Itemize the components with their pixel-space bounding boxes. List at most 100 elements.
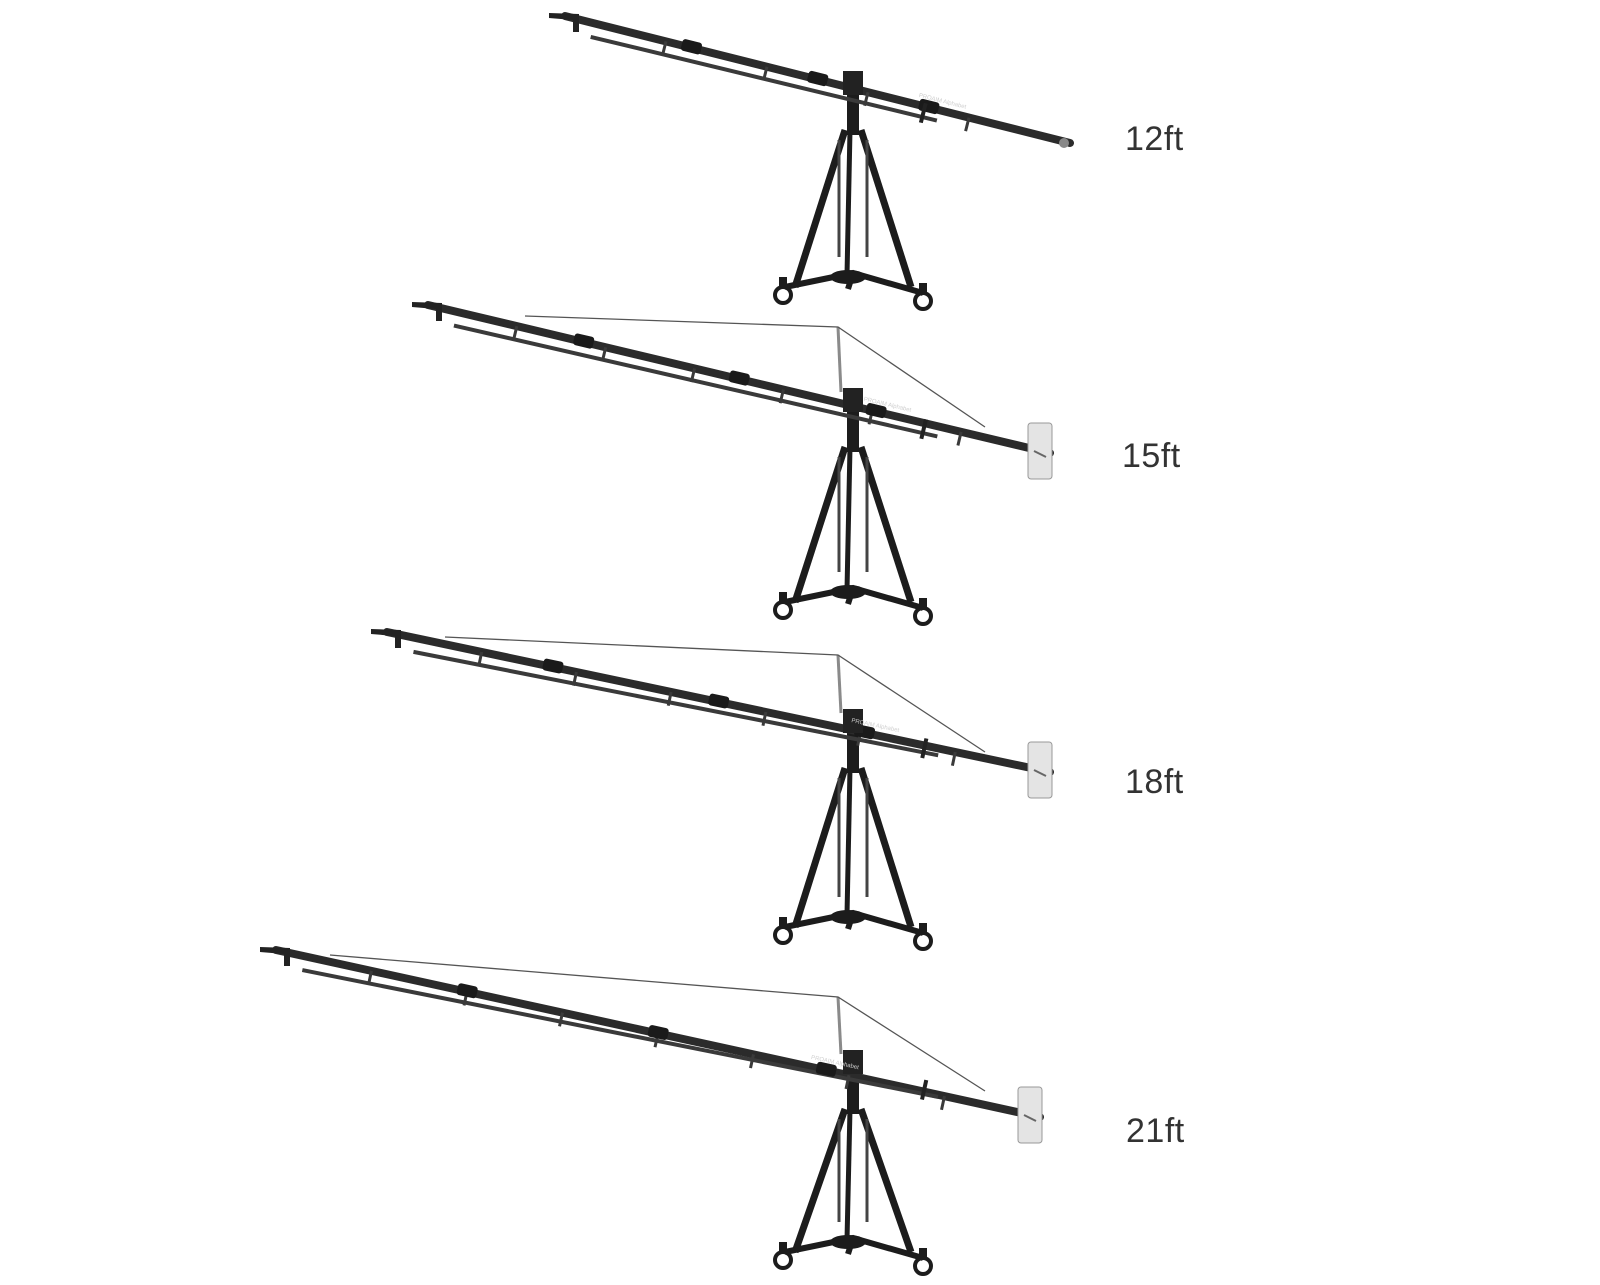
counterweight-plate bbox=[1017, 1086, 1043, 1144]
boom-strut bbox=[666, 691, 673, 707]
boom-strut bbox=[964, 117, 971, 132]
support-cable bbox=[329, 954, 986, 1092]
boom-strut bbox=[749, 1054, 755, 1069]
tripod-leg-center bbox=[844, 767, 853, 916]
tripod-leg-right bbox=[857, 766, 915, 929]
boom-strut bbox=[477, 651, 484, 667]
boom-strut bbox=[601, 346, 608, 362]
length-label-12ft: 12ft bbox=[1125, 120, 1184, 158]
boom-strut bbox=[956, 431, 963, 446]
support-cable bbox=[444, 636, 986, 753]
rear-end-knob bbox=[1059, 138, 1069, 148]
boom-strut bbox=[844, 1074, 851, 1090]
boom-clamp bbox=[542, 658, 564, 674]
wheel-bracket bbox=[779, 917, 787, 929]
boom-strut bbox=[940, 1095, 946, 1111]
dolly-wheel bbox=[913, 931, 933, 951]
tripod-leg-left bbox=[791, 766, 849, 929]
crane-21ft: PROAIM Alphabet bbox=[260, 946, 1044, 1276]
dolly-wheel bbox=[913, 606, 933, 626]
boom-clamp bbox=[807, 70, 829, 87]
length-label-15ft: 15ft bbox=[1122, 437, 1181, 475]
boom-clamp bbox=[815, 1061, 837, 1077]
boom-strut bbox=[572, 671, 578, 687]
tripod-leg-center bbox=[844, 1108, 853, 1241]
rear-handle bbox=[920, 1079, 929, 1100]
boom-clamp bbox=[456, 983, 478, 999]
tripod-inner-tubes bbox=[837, 1119, 869, 1222]
counterweight-pin bbox=[1033, 450, 1047, 458]
pivot-head bbox=[843, 709, 863, 733]
dolly-wheel bbox=[913, 291, 933, 311]
boom-strut bbox=[512, 325, 519, 341]
counterweight-pin bbox=[1033, 769, 1047, 777]
boom-arm: PROAIM Alphabet bbox=[371, 628, 1054, 776]
boom-strut bbox=[761, 711, 768, 727]
boom-clamp bbox=[680, 39, 703, 55]
counterweight-pin bbox=[1023, 1114, 1037, 1122]
camera-platform bbox=[549, 13, 579, 32]
tripod-leg-center bbox=[844, 446, 853, 591]
boom-bottom-rail bbox=[453, 323, 938, 439]
dolly-hub bbox=[830, 910, 866, 924]
boom-arm: PROAIM Alphabet bbox=[549, 12, 1074, 147]
tripod-leg-right bbox=[857, 1107, 915, 1254]
wheel-bracket bbox=[919, 1248, 927, 1260]
tripod-leg-right bbox=[857, 128, 915, 289]
dolly-hub bbox=[830, 270, 866, 284]
tripod-leg-center bbox=[844, 129, 853, 276]
boom-clamp bbox=[728, 370, 750, 386]
boom-strut bbox=[367, 970, 373, 985]
boom-bottom-rail bbox=[301, 968, 939, 1099]
rear-handle bbox=[919, 418, 928, 440]
dolly-wheel bbox=[773, 285, 793, 305]
boom-strut bbox=[778, 389, 785, 404]
pivot-head bbox=[843, 71, 863, 95]
camera-platform bbox=[412, 302, 442, 321]
wheel-bracket bbox=[919, 598, 927, 610]
counterweight-plate bbox=[1027, 741, 1053, 799]
boom-clamp bbox=[708, 693, 730, 709]
tripod-inner-tubes bbox=[837, 778, 869, 897]
crane-18ft: PROAIM Alphabet bbox=[371, 628, 1054, 951]
crane-15ft: PROAIM Alphabet bbox=[412, 301, 1054, 626]
tripod-leg-right bbox=[857, 445, 915, 604]
dolly-wheel bbox=[913, 1256, 933, 1276]
wheel-bracket bbox=[919, 283, 927, 295]
tripod-leg-left bbox=[791, 445, 849, 604]
boom-arm: PROAIM Alphabet bbox=[412, 301, 1054, 457]
rear-handle bbox=[920, 738, 929, 759]
tripod-leg-left bbox=[791, 128, 849, 289]
boom-clamp bbox=[865, 403, 887, 419]
boom-strut bbox=[863, 91, 870, 107]
dolly-wheel bbox=[773, 600, 793, 620]
tripod-leg-left bbox=[791, 1107, 849, 1254]
pivot-head bbox=[843, 388, 863, 412]
counterweight-plate bbox=[1027, 422, 1053, 480]
wheel-bracket bbox=[779, 277, 787, 289]
wheel-bracket bbox=[919, 923, 927, 935]
length-label-18ft: 18ft bbox=[1125, 763, 1184, 801]
rear-handle bbox=[918, 102, 928, 124]
king-post bbox=[836, 996, 843, 1055]
length-label-21ft: 21ft bbox=[1126, 1112, 1185, 1150]
tripod-inner-tubes bbox=[837, 457, 869, 572]
camera-platform bbox=[260, 947, 290, 966]
tripod bbox=[773, 80, 933, 311]
boom-strut bbox=[661, 41, 668, 56]
wheel-bracket bbox=[779, 1242, 787, 1254]
boom-strut bbox=[950, 751, 957, 767]
wheel-bracket bbox=[779, 592, 787, 604]
dolly-wheel bbox=[773, 925, 793, 945]
boom-clamp bbox=[647, 1025, 669, 1040]
boom-arm: PROAIM Alphabet bbox=[260, 946, 1044, 1121]
boom-strut bbox=[762, 66, 769, 81]
tripod-inner-tubes bbox=[837, 140, 869, 257]
support-cable bbox=[524, 315, 986, 428]
boom-strut bbox=[689, 368, 697, 383]
tripod bbox=[773, 718, 933, 951]
king-post bbox=[836, 326, 843, 393]
crane-12ft: PROAIM Alphabet bbox=[549, 12, 1074, 311]
